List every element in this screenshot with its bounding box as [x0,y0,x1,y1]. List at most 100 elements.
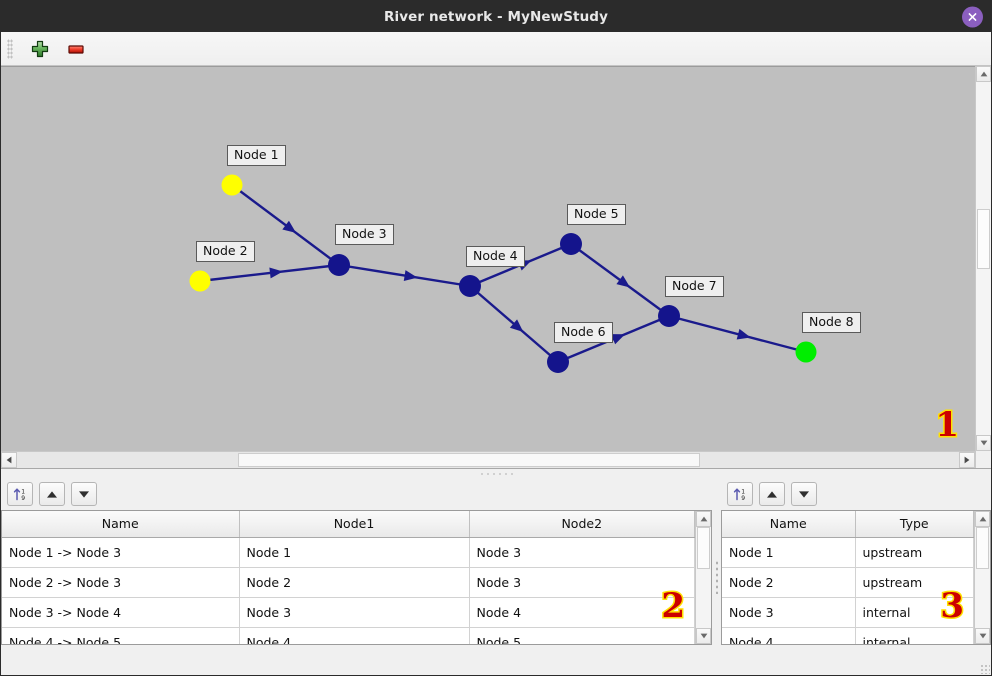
nodes-scroll-track[interactable] [975,527,990,628]
window-title: River network - MyNewStudy [384,8,608,25]
table-cell[interactable]: Node 3 [469,537,695,568]
scroll-down-icon[interactable] [696,628,711,644]
graph-vertical-scrollbar[interactable] [975,66,991,451]
table-cell[interactable]: Node 4 [469,597,695,628]
move-down-icon[interactable] [791,482,817,506]
nodes-panel-footer [721,645,991,675]
links-table-column-header[interactable]: Node1 [239,511,470,538]
table-cell[interactable]: Node 2 [722,567,856,598]
edge-arrow-icon [269,267,283,279]
links-table-column-header[interactable]: Node2 [469,511,695,538]
scroll-right-icon[interactable] [959,452,975,468]
graph-node-node-1[interactable] [221,174,243,196]
network-graph-canvas[interactable]: Node 1 Node 2 Node 3 Node 4 Node 5 Node 6 Node… [1,66,975,451]
graph-node-label-node-4[interactable]: Node 4 [466,246,525,267]
sort-icon[interactable]: 1 9 [727,482,753,506]
nodes-scroll-thumb[interactable] [976,527,989,570]
vertical-splitter[interactable] [712,478,721,675]
delete-node-icon[interactable] [63,36,89,62]
graph-hscroll-track[interactable] [17,452,959,468]
graph-node-node-3[interactable] [328,254,350,276]
graph-node-node-4[interactable] [459,275,481,297]
graph-horizontal-scrollbar[interactable] [1,451,975,468]
toolbar-grip[interactable] [7,38,13,59]
horizontal-splitter[interactable] [1,468,991,478]
graph-edge[interactable] [199,263,340,283]
links-table-scrollbar[interactable] [695,511,711,644]
scroll-up-icon[interactable] [696,511,711,527]
graph-node-node-7[interactable] [658,305,680,327]
graph-node-label-node-3[interactable]: Node 3 [335,224,394,245]
table-cell[interactable]: Node 3 -> Node 4 [2,597,240,628]
graph-node-label-node-1[interactable]: Node 1 [227,145,286,166]
table-cell[interactable]: Node 1 [239,537,470,568]
scroll-left-icon[interactable] [1,452,17,468]
table-cell[interactable]: Node 3 [722,597,856,628]
move-down-icon[interactable] [71,482,97,506]
graph-node-node-6[interactable] [547,351,569,373]
move-up-icon[interactable] [759,482,785,506]
scrollbar-corner [975,451,991,468]
table-cell[interactable]: Node 4 -> Node 5 [2,627,240,644]
table-cell[interactable]: upstream [855,567,974,598]
table-cell[interactable]: Node 4 [239,627,470,644]
table-cell[interactable]: internal [855,597,974,628]
nodes-table-scrollbar[interactable] [974,511,990,644]
graph-node-label-node-6[interactable]: Node 6 [554,322,613,343]
table-cell[interactable]: upstream [855,537,974,568]
graph-node-node-8[interactable] [795,341,817,363]
nodes-table-column-header[interactable]: Type [855,511,974,538]
table-cell[interactable]: Node 2 -> Node 3 [2,567,240,598]
graph-node-label-node-7[interactable]: Node 7 [665,276,724,297]
window-resize-grip[interactable] [980,664,990,674]
graph-node-label-node-8[interactable]: Node 8 [802,312,861,333]
table-cell[interactable]: internal [855,627,974,644]
links-scroll-track[interactable] [696,527,711,628]
graph-node-label-node-5[interactable]: Node 5 [567,204,626,225]
table-cell[interactable]: Node 5 [469,627,695,644]
scroll-down-icon[interactable] [975,628,990,644]
graph-vscroll-thumb[interactable] [977,209,990,270]
graph-node-label-node-2[interactable]: Node 2 [196,241,255,262]
close-icon[interactable] [962,6,983,27]
links-scroll-thumb[interactable] [697,527,710,570]
table-cell[interactable]: Node 4 [722,627,856,644]
scroll-up-icon[interactable] [976,66,991,82]
graph-edge[interactable] [668,314,807,354]
graph-vscroll-track[interactable] [976,82,991,435]
table-cell[interactable]: Node 3 [469,567,695,598]
graph-edge[interactable] [338,263,471,288]
move-up-icon[interactable] [39,482,65,506]
graph-node-node-5[interactable] [560,233,582,255]
scroll-down-icon[interactable] [976,435,991,451]
svg-text:1: 1 [741,488,745,495]
edge-arrow-icon [610,334,626,345]
table-cell[interactable]: Node 1 -> Node 3 [2,537,240,568]
graph-edge[interactable] [231,184,340,266]
table-cell[interactable]: Node 2 [239,567,470,598]
links-panel-footer [1,645,712,675]
graph-node-node-2[interactable] [189,270,211,292]
table-cell[interactable]: Node 1 [722,537,856,568]
scroll-up-icon[interactable] [975,511,990,527]
nodes-table-column-header[interactable]: Name [722,511,856,538]
table-cell[interactable]: Node 3 [239,597,470,628]
sort-icon[interactable]: 1 9 [7,482,33,506]
links-table-column-header[interactable]: Name [2,511,240,538]
add-node-icon[interactable] [27,36,53,62]
graph-hscroll-thumb[interactable] [238,453,700,467]
